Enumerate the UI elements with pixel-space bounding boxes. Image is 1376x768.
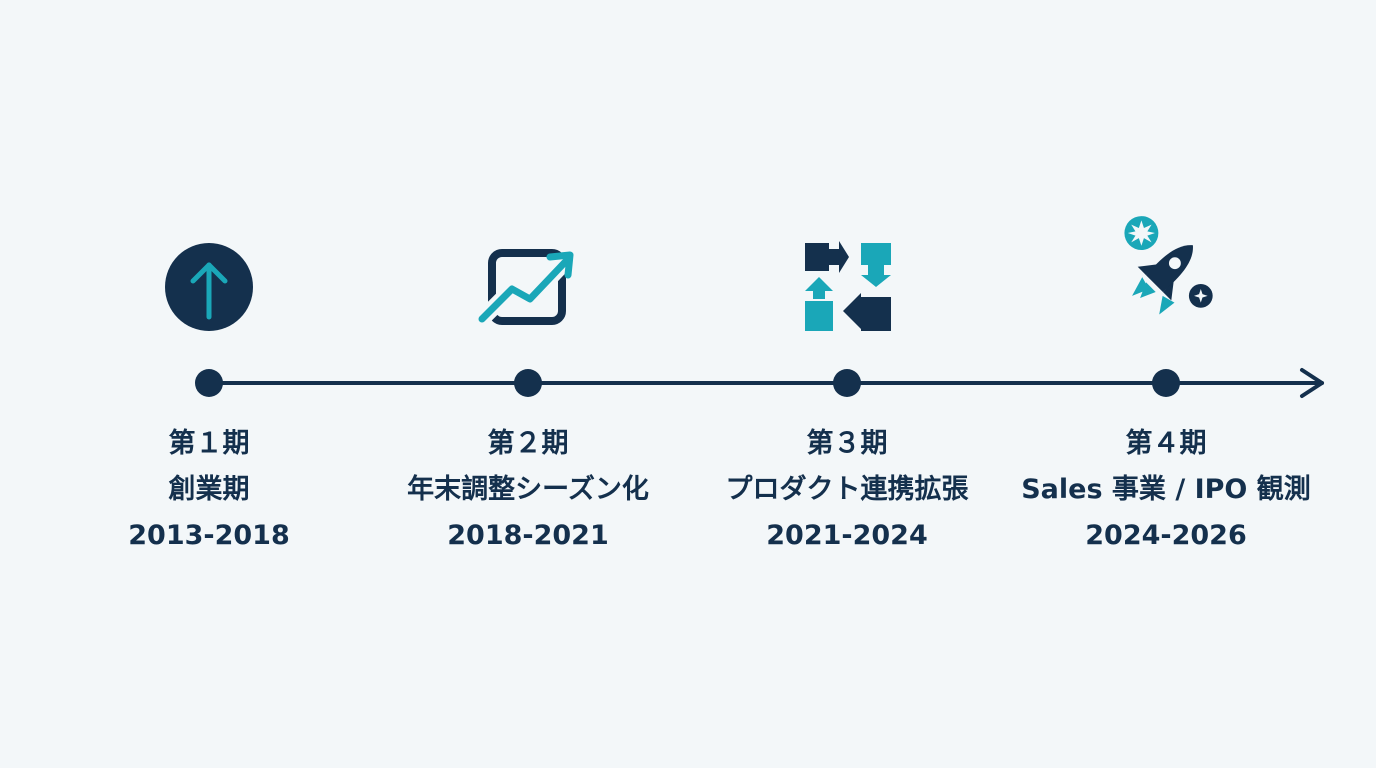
phase-3-label: 第３期 bbox=[806, 428, 888, 459]
phase-4-period: 2024-2026 bbox=[1085, 520, 1247, 551]
integration-arrows-icon bbox=[805, 241, 891, 331]
phase-1-period: 2013-2018 bbox=[128, 520, 290, 551]
phase-2-title: 年末調整シーズン化 bbox=[407, 474, 649, 505]
growth-chart-icon bbox=[474, 249, 576, 327]
timeline-marker-3 bbox=[833, 369, 861, 397]
phase-4-label-group: 第４期 Sales 事業 / IPO 観測 2024-2026 bbox=[996, 421, 1336, 559]
phase-3-period: 2021-2024 bbox=[766, 520, 928, 551]
timeline-marker-1 bbox=[195, 369, 223, 397]
rocket-icon bbox=[1124, 216, 1213, 315]
timeline-marker-2 bbox=[514, 369, 542, 397]
phase-2-label: 第２期 bbox=[487, 428, 569, 459]
phase-1-title: 創業期 bbox=[168, 474, 250, 505]
phase-3-label-group: 第３期 プロダクト連携拡張 2021-2024 bbox=[677, 421, 1017, 559]
phase-4-title: Sales 事業 / IPO 観測 bbox=[1021, 474, 1311, 505]
timeline-marker-4 bbox=[1152, 369, 1180, 397]
arrow-up-circle-icon bbox=[165, 243, 253, 331]
phase-1-label: 第１期 bbox=[168, 428, 250, 459]
timeline-arrowhead bbox=[1300, 368, 1324, 398]
phase-3-title: プロダクト連携拡張 bbox=[725, 474, 969, 505]
phase-4-label: 第４期 bbox=[1125, 428, 1207, 459]
phase-1-label-group: 第１期 創業期 2013-2018 bbox=[39, 421, 379, 559]
phase-2-period: 2018-2021 bbox=[447, 520, 609, 551]
phase-2-label-group: 第２期 年末調整シーズン化 2018-2021 bbox=[358, 421, 698, 559]
